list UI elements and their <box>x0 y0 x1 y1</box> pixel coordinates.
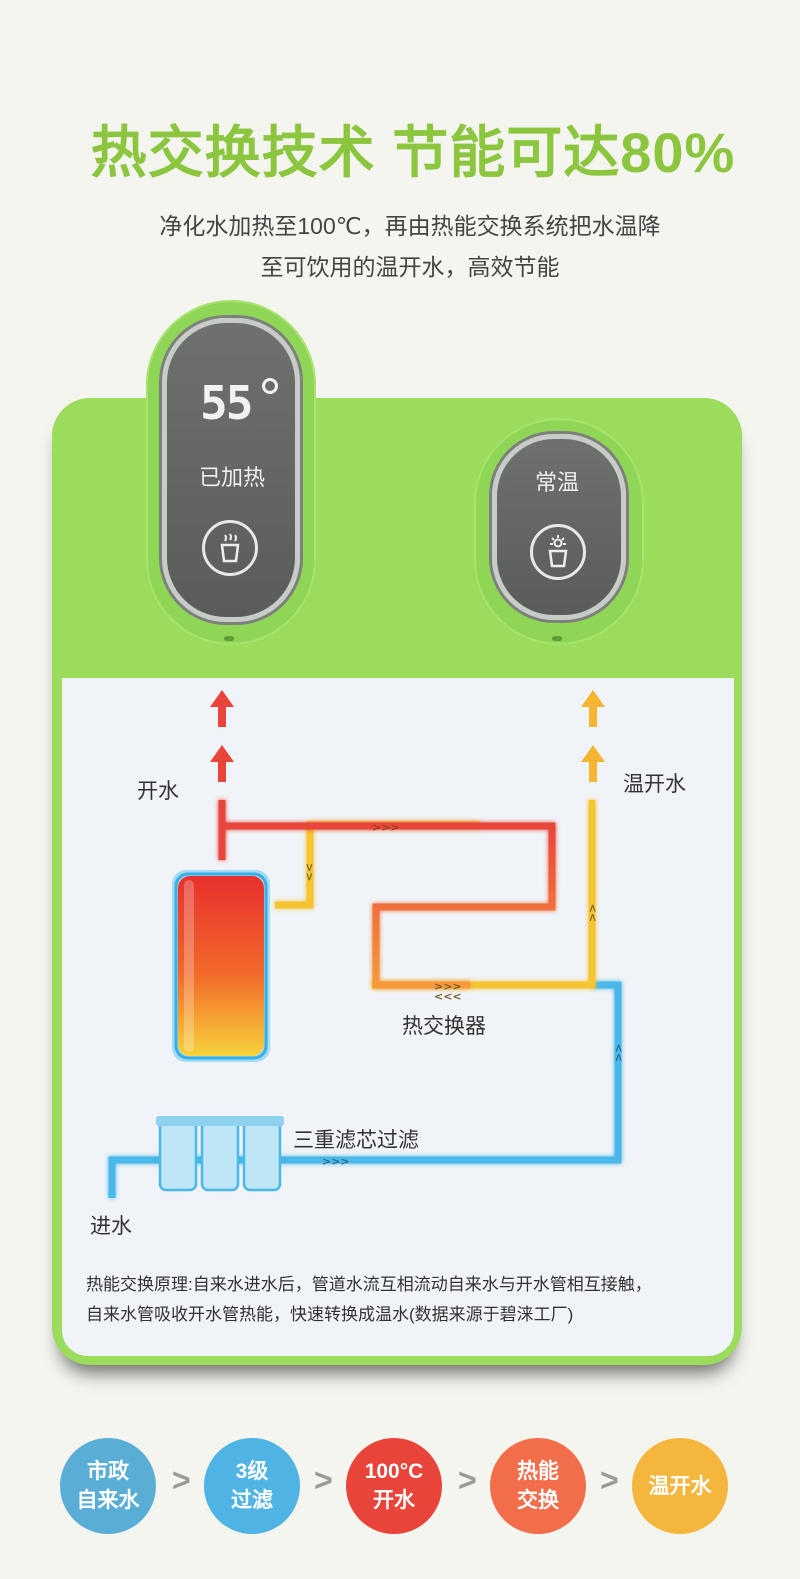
step-heat-exchange: 热能交换 <box>490 1438 586 1534</box>
warm-flow-arrows <box>581 690 605 782</box>
hot-water-pipe <box>218 800 556 989</box>
step-separator: > <box>172 1462 191 1498</box>
heat-exchanger-label: 热交换器 <box>402 1015 486 1038</box>
principle-line-1: 热能交换原理:自来水进水后，管道水流互相流动自来水与开水管相互接触， <box>86 1275 652 1294</box>
warm-water-label: 温开水 <box>623 773 686 796</box>
svg-text:>>>: >>> <box>372 821 400 834</box>
filter-cartridges <box>156 1116 284 1192</box>
svg-text:>>: >> <box>586 904 599 922</box>
hot-cup-button[interactable] <box>202 520 258 576</box>
temperature-readout: 55 <box>200 376 253 430</box>
warm-status-label: 常温 <box>534 470 579 495</box>
warm-water-display <box>492 434 626 620</box>
boiling-water-label: 开水 <box>137 780 179 803</box>
chevron-arrows: >>> >>> <<< >>> >> >> >> <box>303 821 625 1168</box>
inlet-label: 进水 <box>90 1215 132 1238</box>
svg-text:>>: >> <box>303 863 316 881</box>
headline: 热交换技术 节能可达80% <box>90 121 736 184</box>
sun-cup-icon <box>548 535 568 568</box>
cold-water-pipe <box>108 981 622 1198</box>
warm-cup-button[interactable] <box>530 524 586 580</box>
svg-text:>>>: >>> <box>434 980 462 993</box>
svg-text:>>: >> <box>612 1044 625 1062</box>
svg-text:>>>: >>> <box>322 1155 350 1168</box>
hot-flow-arrows <box>210 690 234 782</box>
step-separator: > <box>458 1462 477 1498</box>
subtitle-line-1: 净化水加热至100℃，再由热能交换系统把水温降 <box>159 213 661 239</box>
filter-label: 三重滤芯过滤 <box>293 1129 419 1152</box>
svg-text:<<<: <<< <box>434 990 462 1003</box>
hot-status-label: 已加热 <box>198 465 265 490</box>
step-three-stage-filter: 3级过滤 <box>204 1438 300 1534</box>
heater-tank <box>172 870 270 1062</box>
hot-cup-icon <box>220 533 240 563</box>
degree-icon <box>262 378 278 394</box>
warm-outlet <box>552 636 562 641</box>
step-separator: > <box>600 1462 619 1498</box>
step-municipal-water: 市政自来水 <box>60 1438 156 1534</box>
step-separator: > <box>314 1462 333 1498</box>
hot-outlet <box>224 636 234 641</box>
step-warm-water: 温开水 <box>632 1438 728 1534</box>
principle-line-2: 自来水管吸收开水管热能，快速转换成温水(数据来源于碧涞工厂) <box>86 1305 574 1324</box>
subtitle-line-2: 至可饮用的温开水，高效节能 <box>260 254 560 280</box>
